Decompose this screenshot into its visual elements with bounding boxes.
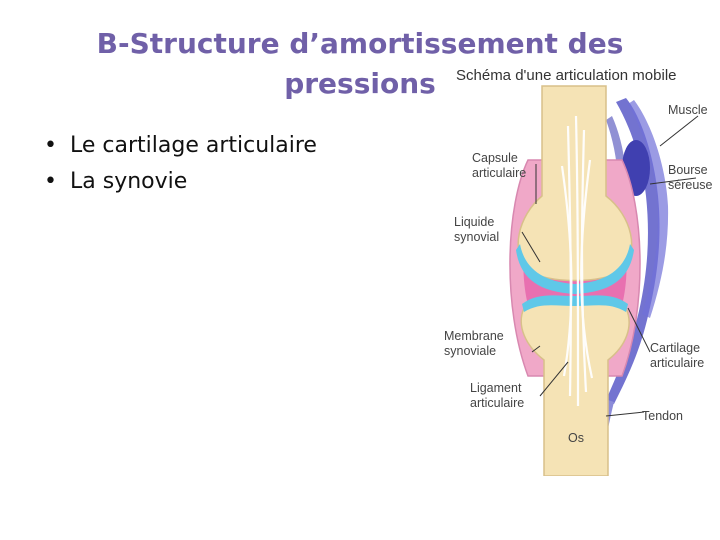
label-tendon: Tendon [642,409,683,423]
label-muscle: Muscle [668,103,708,117]
slide-title-line-1: B-Structure d’amortissement des [96,27,624,60]
label-cartilage-2: articulaire [650,356,704,370]
label-membrane-2: synoviale [444,344,496,358]
label-capsule-1: Capsule [472,151,518,165]
leader-lines [521,115,699,417]
slide-title-line-2: pressions [284,67,436,100]
label-liquide-1: Liquide [454,215,494,229]
joint-diagram: Schéma d'une articulation mobile [444,67,713,476]
bullet-item: La synovie [44,164,317,200]
label-ligament-2: articulaire [470,396,524,410]
label-cartilage-1: Cartilage [650,341,700,355]
bullet-list: Le cartilage articulaire La synovie [44,128,317,200]
label-bourse-1: Bourse [668,163,708,177]
label-bourse-2: séreuse [668,178,713,192]
label-ligament-1: Ligament [470,381,522,395]
label-membrane-1: Membrane [444,329,504,343]
lower-cartilage [522,295,628,312]
diagram-title: Schéma d'une articulation mobile [456,67,677,84]
slide-title: B-Structure d’amortissement des pression… [40,24,680,104]
ligament-shape [560,115,594,407]
upper-cartilage [516,244,634,294]
label-os: Os [568,431,584,445]
bullet-item: Le cartilage articulaire [44,128,317,164]
label-liquide-2: synovial [454,230,499,244]
label-capsule-2: articulaire [472,166,526,180]
